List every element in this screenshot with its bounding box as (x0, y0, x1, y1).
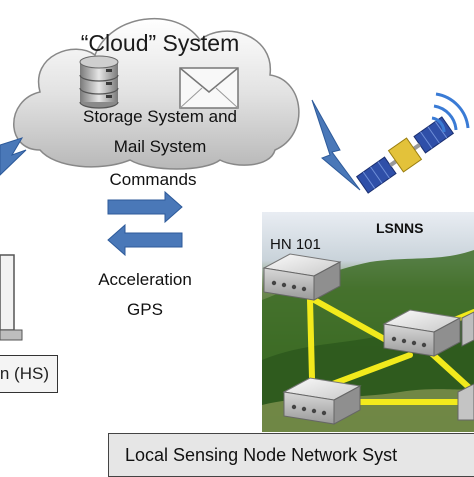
cloud-storage-label: Storage System and (82, 107, 238, 126)
node-box-right-bottom (457, 383, 474, 421)
lightning-bolt-right (311, 99, 361, 191)
cloud-mail-label: Mail System (113, 137, 207, 156)
node-box-right-top (461, 311, 474, 347)
lightning-bolt-left (0, 137, 27, 176)
lsnns-label: LSNNS (376, 220, 424, 236)
lsnn-caption: Local Sensing Node Network Syst (108, 433, 474, 477)
acceleration-label: Acceleration (98, 270, 192, 289)
host-system-label: n (HS) (0, 355, 58, 393)
arrow-from-cloud (107, 223, 183, 257)
satellite-icon (355, 92, 470, 194)
node-box-center (382, 309, 462, 357)
node-box-bottom (282, 377, 362, 425)
cloud-title: “Cloud” System (80, 30, 240, 56)
node-box-hn101 (262, 253, 342, 301)
database-icon (79, 55, 119, 109)
laptop-icon (0, 254, 23, 341)
commands-label: Commands (109, 170, 197, 189)
envelope-icon (179, 67, 239, 109)
gps-label: GPS (127, 300, 163, 319)
hn-101-label: HN 101 (270, 236, 321, 253)
cloud-shape (13, 17, 300, 170)
arrow-to-cloud (107, 190, 183, 224)
network-links (297, 289, 474, 405)
